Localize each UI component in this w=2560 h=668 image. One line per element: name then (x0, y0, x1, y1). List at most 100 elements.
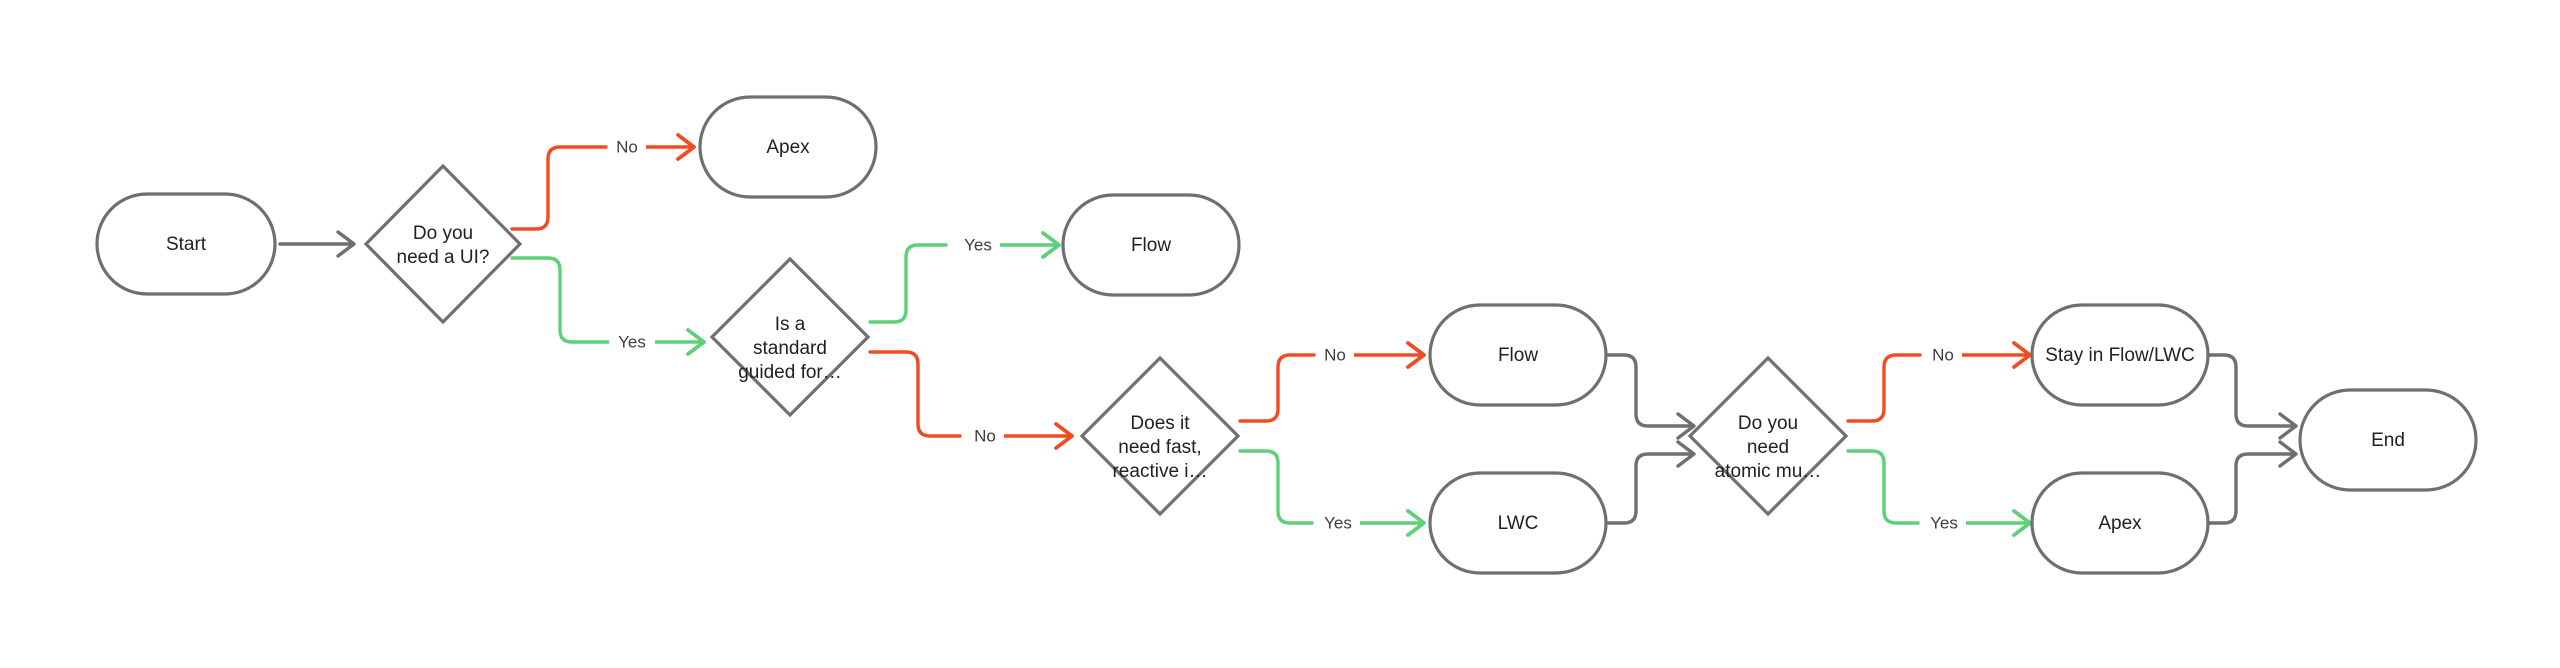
arrowhead-red (1406, 341, 1426, 369)
node-label-line-1: Does it (1130, 413, 1190, 434)
arrowhead-green (1406, 509, 1426, 537)
node-label-line-3: guided for… (738, 362, 842, 383)
nodes-layer: Start Do you need a UI? Apex Is a standa… (95, 95, 2478, 575)
edge-label-backdrop (608, 135, 646, 159)
arrowhead-gray (2278, 412, 2298, 440)
edge-label-backdrop (1314, 511, 1360, 535)
node-shape-rounded-rect[interactable] (1428, 303, 1608, 407)
node-q-reactive[interactable]: Does it need fast, reactive i… (1079, 355, 1241, 517)
node-label-line-1: Do you (413, 223, 473, 244)
arrowhead-red (2012, 341, 2032, 369)
edge-q-atomic-to-stay-no: No (1846, 341, 2032, 423)
edge-q-ui-to-apex-no: No (510, 133, 696, 231)
node-shape-rounded-rect[interactable] (1061, 193, 1241, 297)
edge-path (1606, 452, 1692, 525)
arrowhead-gray (2278, 440, 2298, 468)
node-shape-rounded-rect[interactable] (1428, 471, 1608, 575)
arrowhead-red (1054, 422, 1074, 450)
edge-q-standard-to-flow-yes: Yes (868, 231, 1061, 324)
edge-label-yes: Yes (618, 332, 646, 351)
node-label: Apex (2098, 513, 2142, 534)
edge-label-backdrop (609, 330, 655, 354)
edge-label-backdrop (1316, 343, 1354, 367)
node-label-line-1: Do you (1738, 413, 1798, 434)
edge-path (1846, 449, 1920, 525)
edge-stay-to-end (2206, 353, 2298, 440)
edge-label-no: No (616, 137, 638, 156)
edge-label-backdrop (1920, 511, 1966, 535)
node-shape-diamond[interactable] (363, 163, 523, 325)
edge-path (1606, 353, 1692, 428)
edge-label-backdrop (1924, 343, 1962, 367)
node-shape-rounded-rect[interactable] (698, 95, 878, 199)
node-label-line-2: need (1747, 437, 1789, 458)
arrowhead-gray (336, 230, 356, 258)
node-q-ui[interactable]: Do you need a UI? (363, 163, 523, 325)
edge-label-no: No (1932, 345, 1954, 364)
edge-path (510, 145, 608, 231)
edge-path (1238, 449, 1314, 525)
node-shape-rounded-rect[interactable] (2030, 303, 2210, 407)
node-label: Flow (1131, 235, 1171, 256)
node-label: End (2371, 430, 2405, 451)
node-end[interactable]: End (2298, 388, 2478, 492)
edge-flow-to-q-atomic (1606, 353, 1696, 440)
edges-layer: No Yes Yes (278, 133, 2298, 537)
node-label-line-1: Is a (775, 314, 806, 335)
arrowhead-red (676, 133, 696, 161)
arrowhead-green (2012, 509, 2032, 537)
arrowhead-green (1041, 231, 1061, 259)
edge-label-backdrop (966, 424, 1004, 448)
edge-start-to-q-ui (278, 230, 356, 258)
node-label-line-3: reactive i… (1112, 461, 1207, 482)
edge-q-atomic-to-apex-yes: Yes (1846, 449, 2032, 537)
node-shape-rounded-rect[interactable] (95, 192, 277, 296)
edge-path (1238, 353, 1316, 423)
edge-q-reactive-to-lwc-yes: Yes (1238, 449, 1426, 537)
node-label: Stay in Flow/LWC (2045, 345, 2195, 366)
node-shape-diamond[interactable] (1079, 355, 1241, 517)
node-label: Apex (766, 137, 810, 158)
edge-apex-to-end (2206, 440, 2298, 525)
node-label-line-3: atomic mu… (1715, 461, 1822, 482)
arrowhead-gray (1676, 412, 1696, 440)
node-q-standard[interactable]: Is a standard guided for… (709, 256, 871, 418)
node-shape-diamond[interactable] (709, 256, 871, 418)
arrowhead-gray (1676, 440, 1696, 468)
edge-path (2206, 452, 2294, 525)
arrowhead-green (686, 328, 706, 356)
node-shape-rounded-rect[interactable] (2298, 388, 2478, 492)
edge-label-yes: Yes (1324, 513, 1352, 532)
edge-label-no: No (1324, 345, 1346, 364)
node-flow-top[interactable]: Flow (1061, 193, 1241, 297)
node-label-line-2: need fast, (1118, 437, 1201, 458)
node-apex-right[interactable]: Apex (2030, 471, 2210, 575)
edge-path (1846, 353, 1922, 423)
node-apex-top[interactable]: Apex (698, 95, 878, 199)
node-flow-mid[interactable]: Flow (1428, 303, 1608, 407)
edge-label-yes: Yes (964, 235, 992, 254)
node-label: Flow (1498, 345, 1538, 366)
node-label-line-2: need a UI? (397, 247, 490, 268)
edge-q-reactive-to-flow-no: No (1238, 341, 1426, 423)
node-stay-flow-lwc[interactable]: Stay in Flow/LWC (2030, 303, 2210, 407)
edge-path (2206, 353, 2294, 428)
edge-path (868, 350, 962, 438)
edge-path (510, 256, 610, 344)
edge-label-no: No (974, 426, 996, 445)
edge-q-standard-to-q-reactive-no: No (868, 350, 1074, 450)
node-shape-rounded-rect[interactable] (2030, 471, 2210, 575)
node-q-atomic[interactable]: Do you need atomic mu… (1687, 355, 1849, 517)
node-shape-diamond[interactable] (1687, 355, 1849, 517)
node-start[interactable]: Start (95, 192, 277, 296)
edge-path (868, 243, 948, 324)
node-label: LWC (1498, 513, 1539, 534)
edge-label-yes: Yes (1930, 513, 1958, 532)
node-label-line-2: standard (753, 338, 827, 359)
node-label: Start (166, 234, 207, 255)
edge-q-ui-to-q-standard-yes: Yes (510, 256, 706, 356)
node-lwc[interactable]: LWC (1428, 471, 1608, 575)
edge-lwc-to-q-atomic (1606, 440, 1696, 525)
